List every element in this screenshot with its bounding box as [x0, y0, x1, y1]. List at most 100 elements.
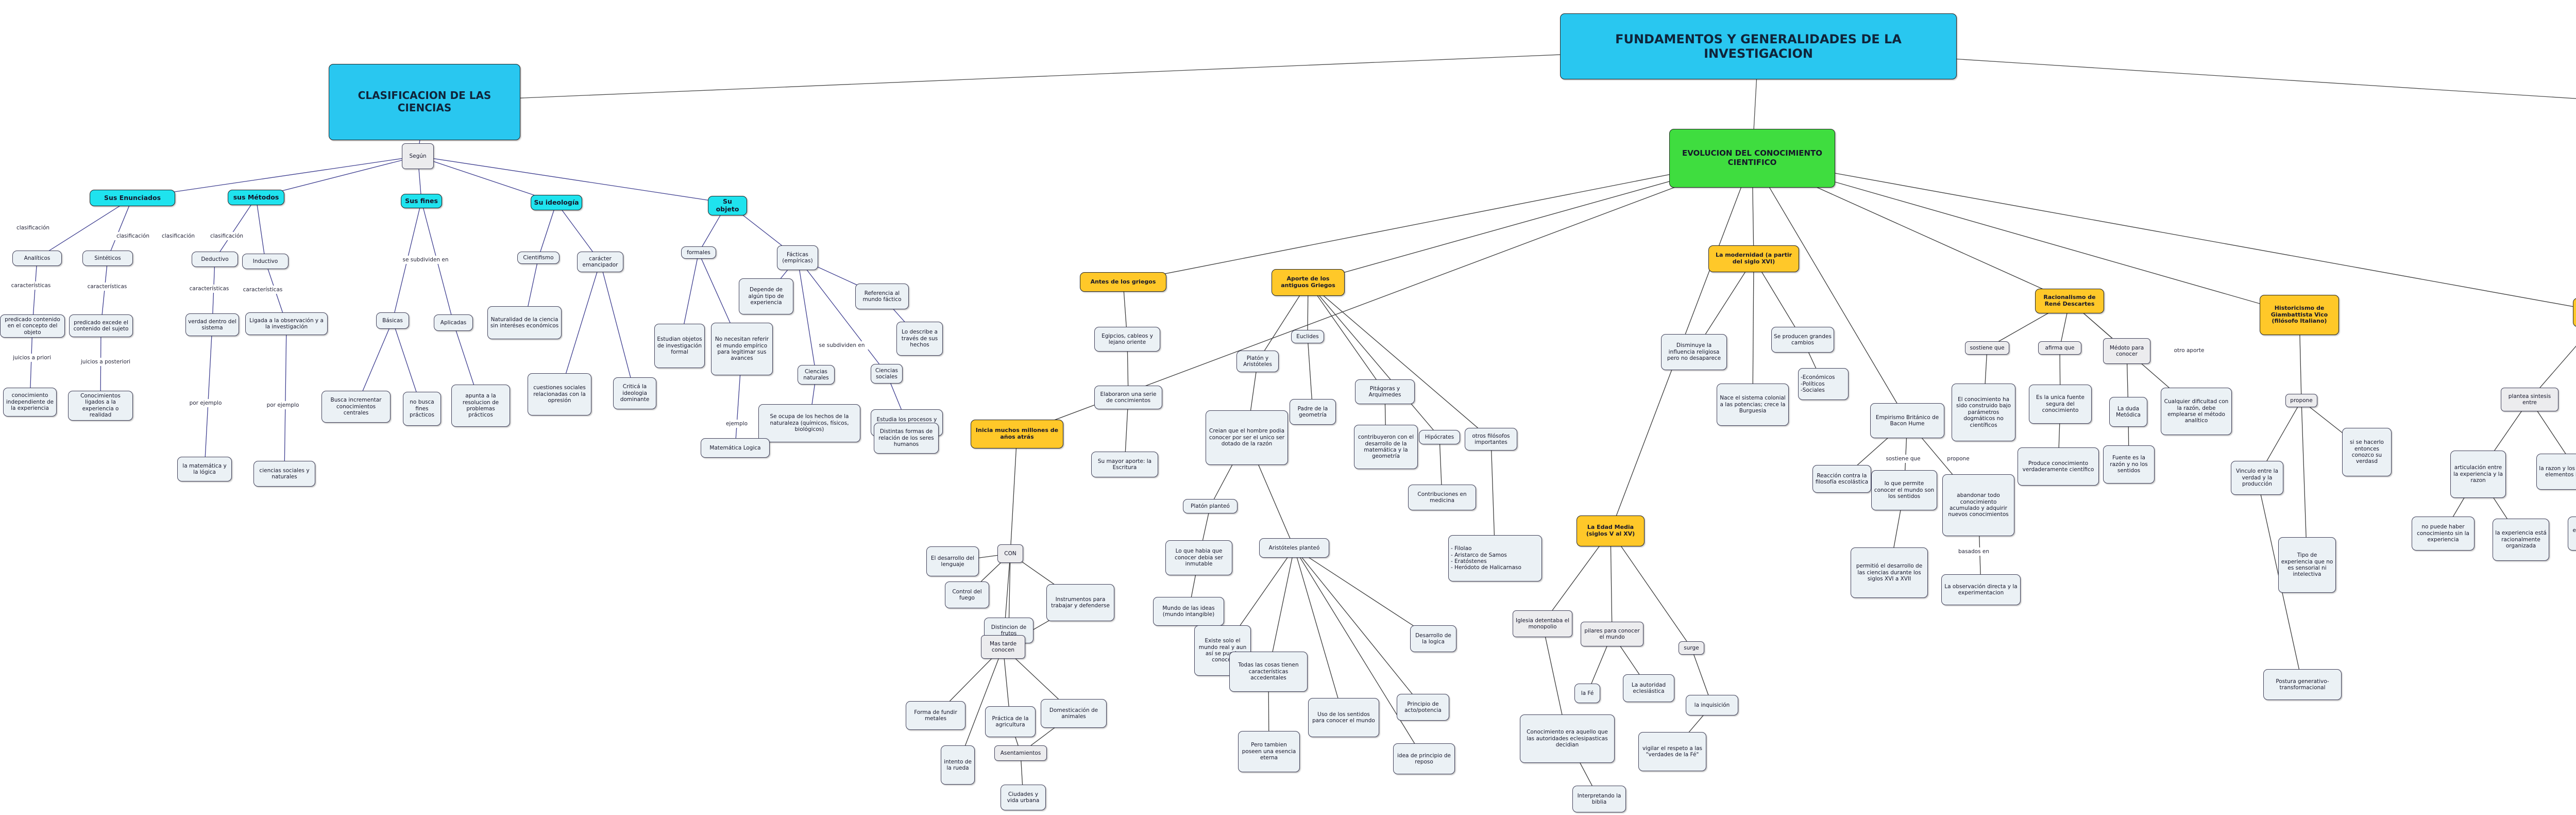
concept-node-principio_acto[interactable]: Principio de acto/potencia: [1397, 694, 1449, 721]
concept-node-fines[interactable]: Sus fines: [401, 194, 442, 208]
concept-node-aporte[interactable]: Aporte de los antiguos Griegos: [1272, 269, 1345, 296]
concept-node-nonecesitan[interactable]: No necesitan referir el mundo empírico p…: [711, 323, 773, 375]
concept-node-loquepermite[interactable]: lo que permite conocer el mundo son los …: [1871, 470, 1937, 510]
link-label-l13[interactable]: se subdividen en: [399, 256, 452, 264]
concept-node-loquehabia[interactable]: Lo que habia que conocer debia ser inmut…: [1165, 540, 1232, 575]
link-label-l2[interactable]: clasificación: [111, 232, 155, 240]
concept-node-facticas[interactable]: Fácticas (empíricas): [777, 245, 818, 270]
concept-node-enelproceso[interactable]: en el proceso de conocimiento: [2568, 517, 2576, 551]
concept-node-historicismo[interactable]: Historicismo de Giambattista Vico (filós…: [2260, 295, 2339, 335]
concept-node-permitio[interactable]: permitió el desarrollo de las ciencias d…: [1851, 547, 1928, 598]
concept-node-des_logica[interactable]: Desarrollo de la logica: [1410, 625, 1456, 652]
concept-node-creian[interactable]: Creian que el hombre podia conocer por s…: [1206, 410, 1288, 465]
concept-node-sumayor[interactable]: Su mayor aporte: la Escritura: [1091, 452, 1158, 477]
concept-node-ideologia[interactable]: Su ideología: [531, 195, 582, 210]
link-label-l17[interactable]: propone: [1943, 455, 1973, 463]
concept-node-formales[interactable]: formales: [681, 246, 716, 259]
concept-node-idea_reposo[interactable]: idea de principio de reposo: [1393, 743, 1455, 774]
concept-node-nace[interactable]: Nace el sistema colonial a las potencias…: [1717, 384, 1789, 426]
concept-node-segun[interactable]: Según: [402, 143, 434, 169]
concept-node-todas[interactable]: Todas las cosas tienen características a…: [1229, 652, 1308, 692]
concept-node-evolucion[interactable]: EVOLUCION DEL CONOCIMIENTO CIENTIFICO: [1669, 129, 1835, 188]
concept-node-abandonar[interactable]: abandonar todo conocimiento acumulado y …: [1942, 474, 2014, 536]
link-label-l16[interactable]: sostiene que: [1882, 455, 1925, 463]
concept-node-lodescribe[interactable]: Lo describe a través de sus hechos: [896, 322, 943, 356]
concept-node-inquisicion[interactable]: la inquisición: [1686, 695, 1738, 716]
concept-node-filolao[interactable]: - Filolao - Aristarco de Samos - Eratóst…: [1448, 535, 1542, 581]
concept-node-cuestiones[interactable]: cuestiones sociales relacionadas con la …: [528, 373, 591, 415]
concept-node-des_lenguaje[interactable]: El desarrollo del lenguaje: [926, 546, 979, 576]
concept-node-mastarde[interactable]: Mas tarde conocen: [981, 635, 1025, 659]
link-label-l4[interactable]: clasificación: [205, 232, 248, 240]
concept-node-pred2[interactable]: predicado excede el contenido del sujeto: [69, 314, 133, 337]
concept-node-vinculo[interactable]: Vinculo entre la verdad y la producción: [2231, 461, 2283, 495]
concept-node-plantea[interactable]: plantea sintesis entre: [2501, 388, 2558, 411]
concept-node-medoto[interactable]: Médoto para conocer: [2103, 338, 2150, 364]
concept-node-matlog[interactable]: la matemática y la lógica: [177, 457, 232, 481]
concept-node-conocimiento_era[interactable]: Conocimiento era aquello que las autorid…: [1520, 714, 1615, 763]
concept-node-unica[interactable]: Es la unica fuente segura del conocimien…: [2029, 385, 2092, 424]
concept-node-euclides[interactable]: Euclides: [1291, 330, 1324, 343]
concept-node-duda[interactable]: La duda Metódica: [2109, 397, 2147, 427]
concept-node-sintesis[interactable]: Sintesis de Immanuel Kant: [2573, 298, 2576, 327]
concept-node-inicia[interactable]: Inicia muchos millones de años atrás: [971, 420, 1063, 448]
link-label-l7[interactable]: características: [185, 285, 233, 293]
link-label-l6[interactable]: características: [83, 282, 131, 291]
link-label-l11[interactable]: por ejemplo: [185, 399, 226, 407]
link-label-l8[interactable]: características: [239, 286, 286, 294]
concept-node-ligada[interactable]: Ligada a la observación y a la investiga…: [245, 312, 328, 335]
concept-node-contribuyeron[interactable]: contribuyeron con el desarrollo de la ma…: [1354, 425, 1418, 469]
concept-node-matematica_logica[interactable]: Matemática Logica: [701, 438, 770, 458]
concept-node-observacion[interactable]: La observación directa y la experimentac…: [1941, 574, 2021, 605]
concept-node-laexperiencia[interactable]: la experiencia está racionalmente organi…: [2493, 519, 2549, 561]
concept-node-inductivo[interactable]: Inductivo: [242, 254, 289, 269]
link-label-l12[interactable]: por ejemplo: [263, 401, 303, 409]
concept-node-mundoideas[interactable]: Mundo de las ideas (mundo intangible): [1153, 597, 1224, 626]
concept-node-antes[interactable]: Antes de los griegos: [1080, 272, 1166, 292]
concept-node-conoc2[interactable]: Conocimientos ligados a la experiencia o…: [68, 391, 133, 421]
concept-node-edadmedia[interactable]: La Edad Media (siglos V al XV): [1577, 515, 1645, 546]
concept-node-ciennat[interactable]: Ciencias naturales: [798, 365, 835, 385]
concept-node-contribuciones[interactable]: Contribuciones en medicina: [1408, 485, 1476, 510]
concept-node-disminuye[interactable]: Disminuye la influencia religiosa pero n…: [1661, 334, 1727, 370]
concept-node-arist_planteo[interactable]: Aristóteles planteó: [1259, 538, 1329, 558]
concept-node-naturalidad[interactable]: Naturalidad de la ciencia sin interéses …: [487, 306, 562, 339]
link-label-l14[interactable]: ejemplo: [722, 420, 751, 428]
concept-node-vigilar[interactable]: vigilar el respeto a las "verdades de la…: [1638, 732, 1706, 771]
concept-node-sostiene_rac[interactable]: sostiene que: [1965, 341, 2009, 355]
concept-node-control[interactable]: Control del fuego: [945, 581, 989, 608]
link-label-l5[interactable]: características: [7, 281, 55, 290]
concept-node-basicas[interactable]: Básicas: [376, 312, 409, 329]
concept-node-objeto[interactable]: Su objeto: [708, 196, 747, 215]
concept-node-tipo[interactable]: Tipo de experiencia que no es sensorial …: [2278, 537, 2336, 593]
concept-node-intento[interactable]: intento de la rueda: [941, 745, 975, 785]
concept-node-modernidad[interactable]: La modernidad (a partir del siglo XVI): [1708, 245, 1799, 272]
concept-node-afirma[interactable]: afirma que: [2038, 341, 2081, 355]
concept-node-autoridad[interactable]: La autoridad eclesiástica: [1623, 674, 1674, 702]
concept-node-critica[interactable]: Criticá la ideologia dominante: [613, 377, 656, 409]
concept-node-platon_arist[interactable]: Platón y Aristóteles: [1236, 351, 1279, 372]
concept-node-postura[interactable]: Postura generativo- transformacional: [2263, 669, 2342, 700]
concept-node-sinteticos[interactable]: Sintéticos: [82, 251, 133, 266]
concept-node-reaccion[interactable]: Reacción contra la filosofía escolástica: [1812, 465, 1871, 493]
concept-node-economicos[interactable]: -Económicos -Políticos -Sociales: [1798, 368, 1849, 400]
concept-node-metodos[interactable]: sus Métodos: [228, 190, 284, 205]
concept-node-enun[interactable]: Sus Enunciados: [90, 190, 175, 206]
concept-node-elaboraron[interactable]: Elaboraron una serie de concimientos: [1094, 386, 1162, 409]
concept-node-verdad[interactable]: verdad dentro del sistema: [185, 313, 239, 336]
link-label-l15[interactable]: se subdividen en: [815, 341, 869, 350]
concept-node-surge[interactable]: surge: [1679, 641, 1704, 655]
concept-node-asentamientos[interactable]: Asentamientos: [994, 745, 1047, 761]
concept-node-conoc1[interactable]: conocimiento independiente de la experie…: [3, 388, 57, 417]
concept-node-articulacion[interactable]: articulación entre la experiencia y la r…: [2450, 451, 2506, 498]
concept-node-platon_planteo[interactable]: Platón planteó: [1183, 499, 1238, 513]
concept-node-larazon[interactable]: la razon y los sentidos como elementos i…: [2536, 454, 2576, 490]
concept-node-racionalismo[interactable]: Racionalismo de René Descartes: [2035, 289, 2104, 313]
concept-node-seocupa[interactable]: Se ocupa de los hechos de la naturaleza …: [758, 404, 860, 442]
link-label-l10[interactable]: juicios a posteriori: [77, 358, 134, 366]
link-label-l9[interactable]: juicios a priori: [9, 354, 55, 362]
concept-node-fuente[interactable]: Fuente es la razón y no los sentidos: [2103, 445, 2155, 484]
concept-node-buscainc[interactable]: Busca incrementar conocimientos centrale…: [321, 391, 391, 423]
concept-node-sisehacerlo[interactable]: si se hacerlo entonces conozco su verdas…: [2342, 428, 2392, 476]
concept-node-pero[interactable]: Pero tambien poseen una esencia eterna: [1238, 731, 1300, 772]
